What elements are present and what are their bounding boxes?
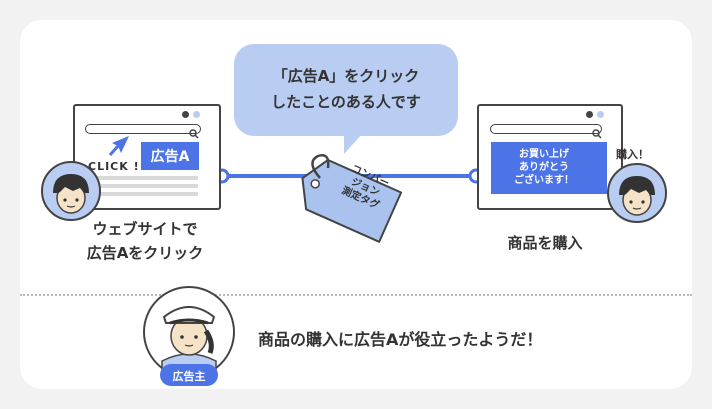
- left-caption-line-1: ウェブサイトで: [92, 220, 198, 238]
- search-icon: [591, 124, 603, 139]
- buyer-avatar: [607, 163, 667, 223]
- thanks-banner: [491, 142, 607, 194]
- buyer-shout: 購入！: [616, 148, 649, 161]
- visitor-avatar: [41, 161, 101, 221]
- window-dot: [586, 111, 593, 118]
- window-dot: [182, 111, 189, 118]
- section-divider: [20, 294, 692, 296]
- content-line: [96, 192, 198, 196]
- click-label: CLICK !: [88, 160, 140, 173]
- ad-a-label: 広告A: [150, 149, 190, 165]
- right-caption: 商品を購入: [507, 234, 583, 252]
- bubble-line-2: したことのある人です: [271, 93, 421, 111]
- website-search-bar: [85, 124, 201, 134]
- left-caption-line-2: 広告Aをクリック: [86, 244, 204, 262]
- conversion-tag: [301, 154, 403, 243]
- content-line: [96, 176, 198, 180]
- conclusion-text: 商品の購入に広告Aが役立ったようだ！: [258, 330, 543, 349]
- search-icon: [188, 124, 200, 139]
- content-line: [96, 184, 198, 188]
- thanks-line-1: お買い上げ: [519, 149, 569, 160]
- thanks-text: お買い上げ ありがとう ございます！: [491, 148, 597, 187]
- advertiser-avatar: [143, 286, 235, 378]
- thanks-line-3: ございます！: [514, 175, 574, 186]
- advertiser-badge: [160, 364, 218, 386]
- shop-search-bar: [490, 124, 602, 134]
- bubble-line-1: 「広告A」をクリック: [272, 67, 420, 85]
- advertiser-badge-label: 広告主: [172, 370, 206, 383]
- speech-bubble: [234, 44, 458, 154]
- ad-a-banner[interactable]: [141, 142, 199, 170]
- thanks-line-2: ありがとう: [519, 162, 569, 173]
- cursor-arrow-icon: [108, 135, 130, 157]
- window-dot: [193, 111, 200, 118]
- window-dot: [597, 111, 604, 118]
